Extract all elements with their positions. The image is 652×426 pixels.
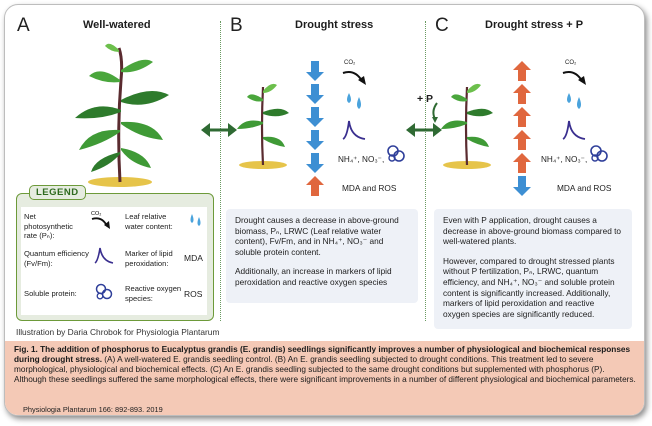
- nutrients-label-b: NH₄⁺, NO₃⁻,: [338, 155, 385, 164]
- caption-text: Fig. 1. The addition of phosphorus to Eu…: [14, 345, 637, 385]
- panel-b-down-arrow-icon: [306, 130, 324, 150]
- panel-b-description: Drought causes a decrease in above-groun…: [226, 209, 418, 303]
- double-arrow-bc-icon: [406, 123, 442, 137]
- panel-a-title: Well-watered: [83, 19, 151, 31]
- legend-ros-label: Reactive oxygen species:: [125, 284, 182, 303]
- caption-body: (A) A well-watered E. grandis seedling c…: [14, 354, 636, 384]
- figure-caption: Fig. 1. The addition of phosphorus to Eu…: [5, 341, 644, 415]
- soluble-protein-icon: [590, 145, 608, 162]
- panel-c-down-arrow-icon: [513, 176, 531, 196]
- panel-c-up-arrow-icon: [513, 107, 531, 127]
- fluorescence-curve-icon: [562, 120, 586, 140]
- panel-c-text-1: Even with P application, drought causes …: [443, 215, 622, 247]
- panel-b-down-arrow-icon: [306, 153, 324, 173]
- panel-b-down-arrow-icon: [306, 107, 324, 127]
- panel-b-down-arrow-icon: [306, 61, 324, 81]
- figure-panel: A Well-watered B Drought stress C Drough…: [4, 4, 645, 416]
- double-arrow-ab-icon: [201, 123, 237, 137]
- caption-bold: Fig. 1. The addition of phosphorus to Eu…: [14, 345, 631, 364]
- mda-ros-label-c: MDA and ROS: [557, 183, 612, 193]
- panel-c-up-arrow-icon: [513, 130, 531, 150]
- panel-b-text-1: Drought causes a decrease in above-groun…: [235, 215, 399, 257]
- soluble-protein-icon: [387, 145, 405, 162]
- fluorescence-curve-icon: [342, 120, 366, 140]
- panel-b-down-arrow-icon: [306, 84, 324, 104]
- drought-plant-illustration: [237, 83, 289, 169]
- panel-c-up-arrow-icon: [513, 153, 531, 173]
- fluorescence-curve-icon: [94, 247, 114, 264]
- well-watered-plant-illustration: [75, 43, 169, 187]
- legend-protein-label: Soluble protein:: [24, 289, 77, 298]
- plus-p-label: + P: [417, 93, 434, 105]
- panel-c-up-arrow-icon: [513, 61, 531, 81]
- panel-b-text-2: Additionally, an increase in markers of …: [235, 266, 392, 287]
- legend-box: LEGEND Net photosynthetic rate (Pₙ): CO₂…: [16, 185, 214, 321]
- panel-b-arrow-column: [306, 61, 324, 196]
- panel-b-letter: B: [230, 15, 243, 36]
- panel-a-letter: A: [17, 15, 30, 36]
- nutrients-label-c: NH₄⁺, NO₃⁻,: [541, 155, 588, 164]
- svg-text:CO₂: CO₂: [91, 211, 101, 217]
- panel-b-title: Drought stress: [295, 19, 374, 31]
- panel-c-text-2: However, compared to drought stressed pl…: [443, 255, 615, 319]
- legend-mda-value: MDA: [184, 253, 203, 263]
- panel-c-title: Drought stress + P: [485, 19, 584, 31]
- separator-bc: [425, 21, 426, 321]
- co2-curved-arrow-icon: [342, 71, 366, 85]
- panel-c-arrow-column: [513, 61, 531, 196]
- co2-label-c: CO₂: [565, 60, 577, 66]
- water-drop-icon: [190, 214, 201, 226]
- legend-content: Net photosynthetic rate (Pₙ): CO₂ Leaf r…: [21, 207, 207, 315]
- panel-c-description: Even with P application, drought causes …: [434, 209, 632, 329]
- soluble-protein-icon: [95, 283, 113, 300]
- legend-fvfm-label: Quantum efficiency (Fv/Fm):: [24, 249, 89, 268]
- co2-label-b: CO₂: [344, 60, 356, 66]
- legend-pn-label: Net photosynthetic rate (Pₙ):: [24, 212, 73, 240]
- legend-title: LEGEND: [29, 185, 86, 200]
- mda-ros-label-b: MDA and ROS: [342, 183, 397, 193]
- panel-b-up-arrow-icon: [306, 176, 324, 196]
- drought-p-plant-illustration: [441, 83, 493, 169]
- legend-lipid-label: Marker of lipid peroxidation:: [125, 249, 173, 268]
- separator-ab: [220, 21, 221, 321]
- co2-curved-arrow-icon: [562, 71, 586, 85]
- legend-lrwc-label: Leaf relative water content:: [125, 212, 173, 231]
- panel-c-letter: C: [435, 15, 449, 36]
- illustration-credit: Illustration by Daria Chrobok for Physio…: [16, 327, 220, 337]
- water-drop-icon: [567, 93, 581, 109]
- panel-c-up-arrow-icon: [513, 84, 531, 104]
- legend-ros-value: ROS: [184, 289, 203, 299]
- p-curved-arrow-icon: [432, 102, 438, 123]
- journal-reference: Physiologia Plantarum 166: 892-893. 2019: [23, 405, 163, 414]
- co2-curved-arrow-icon: CO₂: [91, 211, 110, 229]
- water-drop-icon: [347, 93, 361, 109]
